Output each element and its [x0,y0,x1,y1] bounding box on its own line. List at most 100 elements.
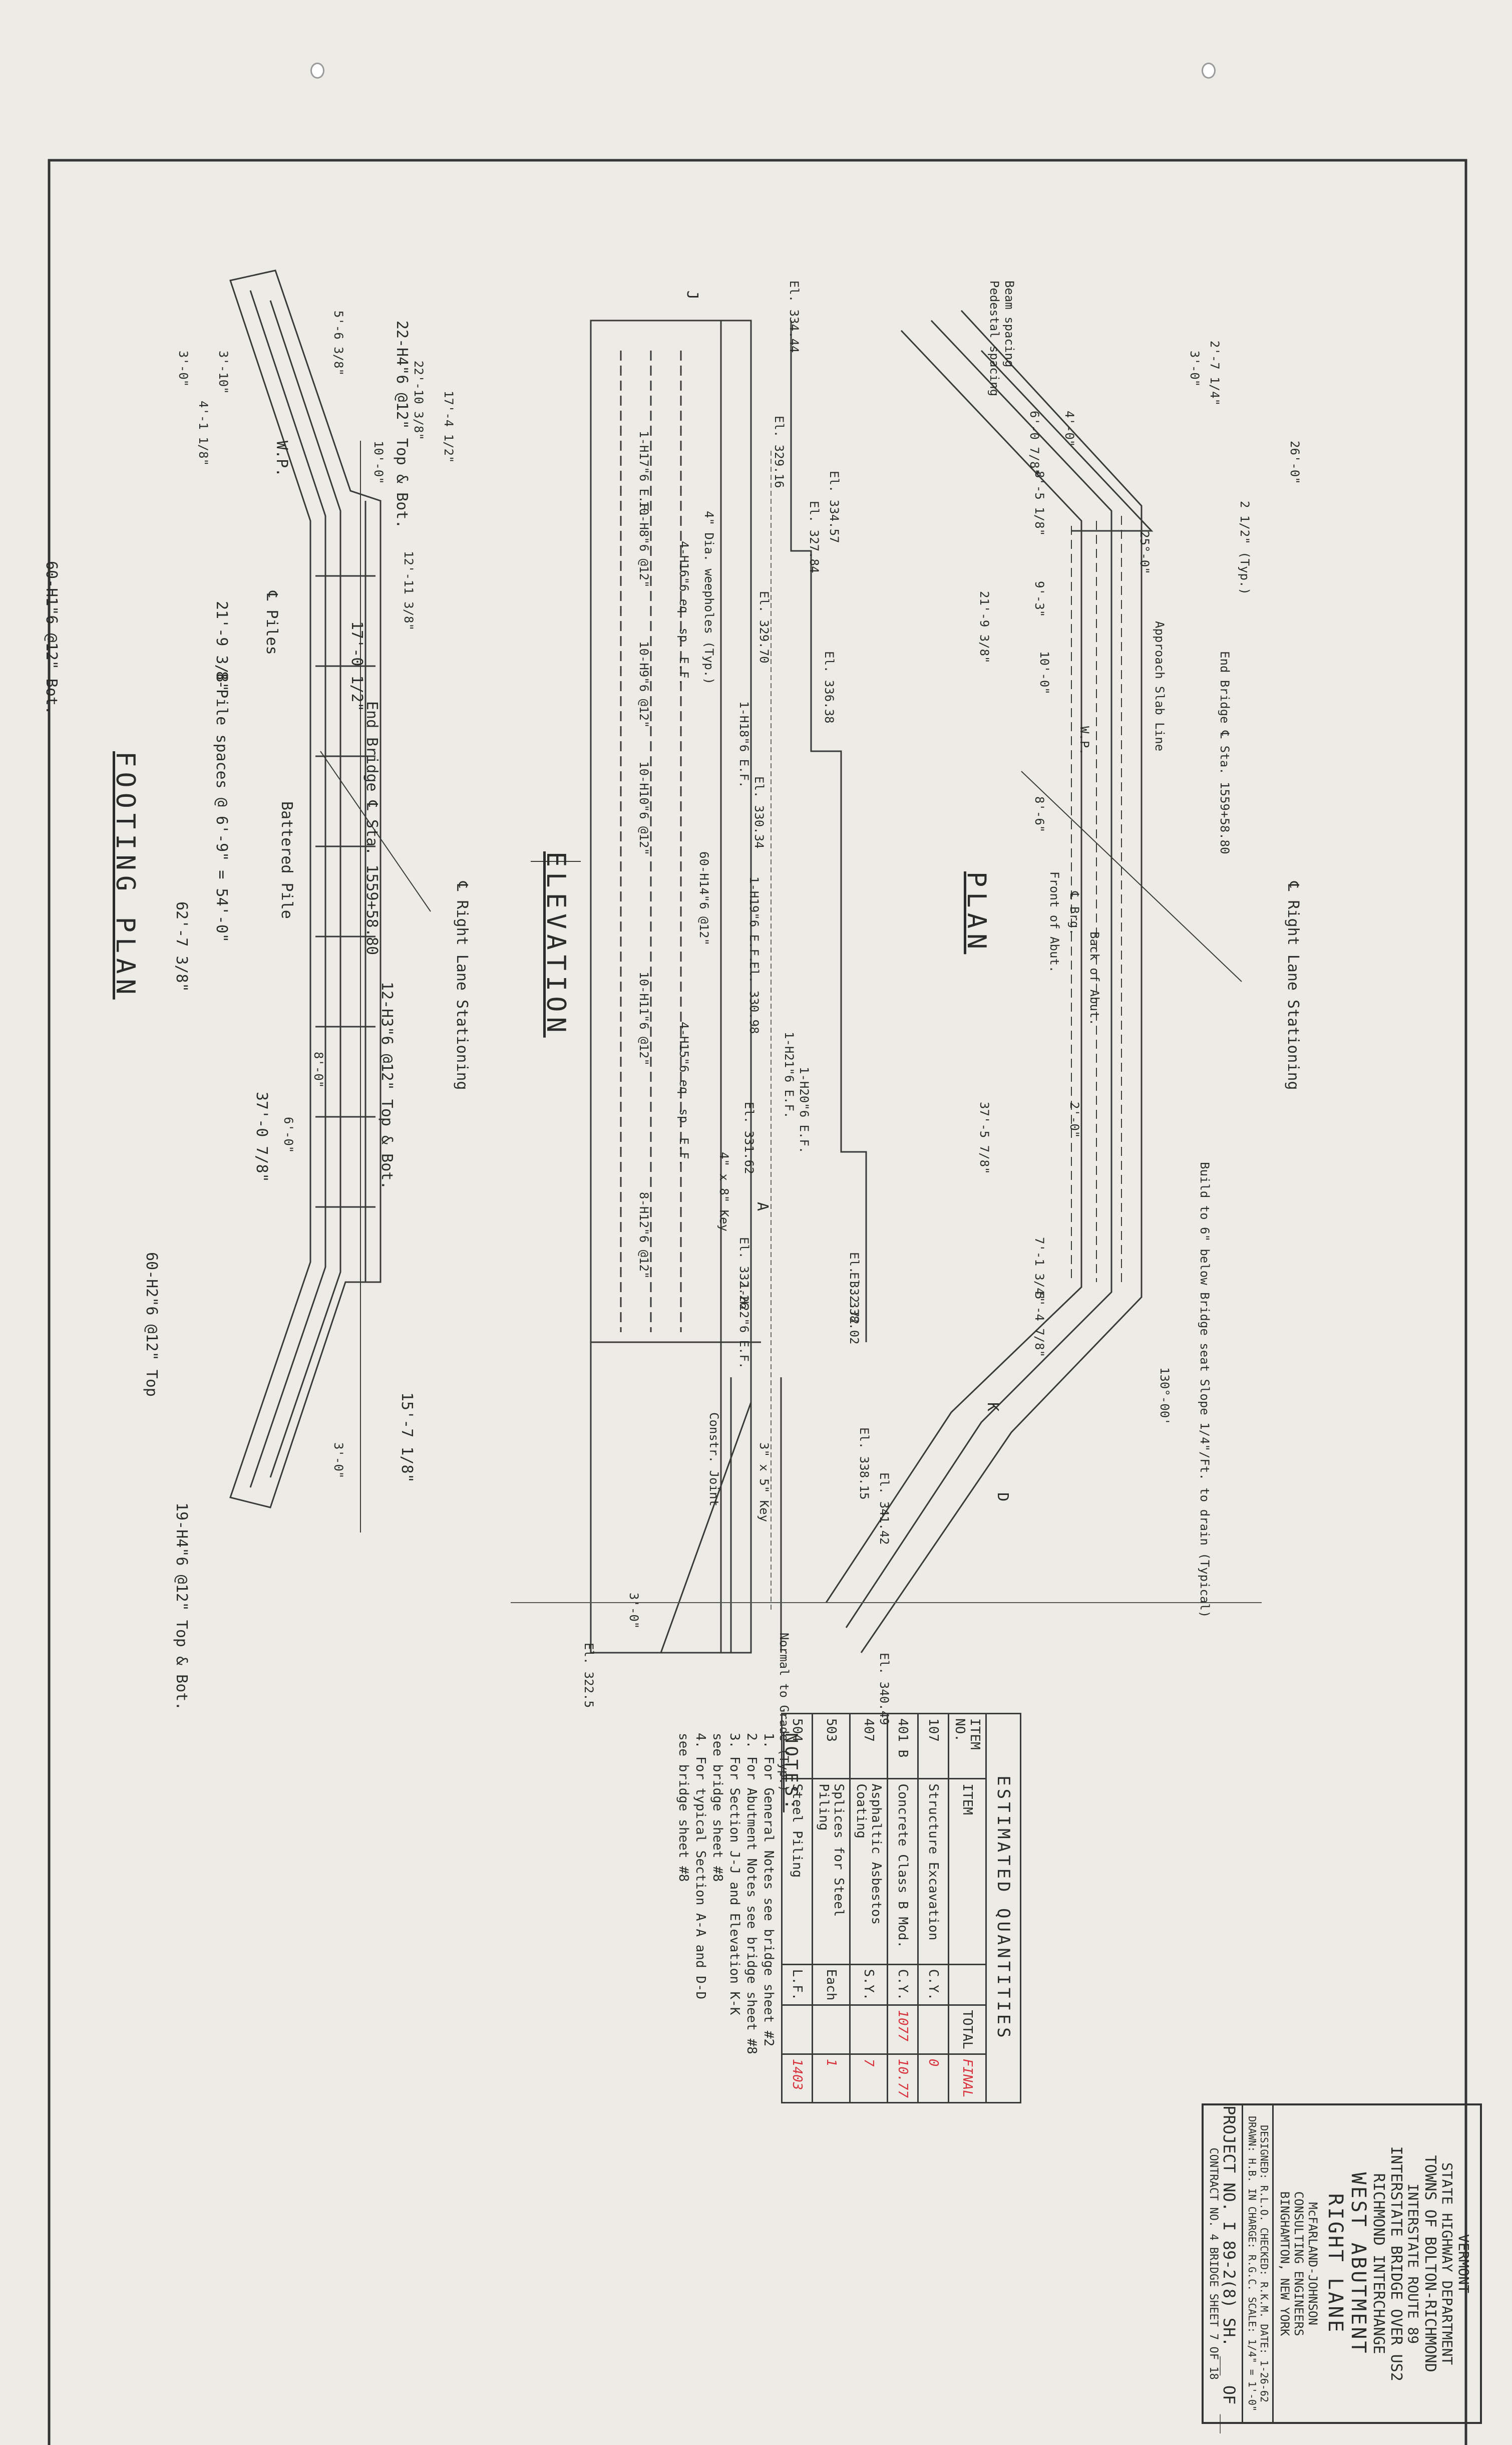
elevation-label: El. 327.84 [807,501,821,573]
footing-plan-linework [229,269,431,1533]
plan-label: ℄ Brg. [1067,891,1081,936]
table-row: 503 Splices for Steel Piling Each 1 [812,1713,850,2103]
plan-label: 8'-6" [1032,796,1046,833]
elevation-label: 1-H21"6 E.F. [782,1032,796,1119]
footing-label: End Bridge ℄ Sta. 1559+58.80 [363,701,381,955]
elevation-label: El. 329.16 [772,416,786,488]
tb-bridge: INTERSTATE BRIDGE OVER US2 [1387,2146,1405,2381]
elevation-label: 4" Dia. weepholes (Typ.) [702,511,716,685]
plan-label: 37'-5 7/8" [977,1102,991,1174]
footing-label: 5'-6 3/8" [331,311,345,376]
footing-label: 62'-7 3/8" [173,901,190,992]
footing-label: 15'-7 1/8" [398,1392,416,1483]
elevation-label: El. 330.98 [747,962,761,1034]
elevation-label: El. 341.42 [877,1472,891,1545]
plan-label: 2'-0" [1067,1102,1081,1138]
plan-label: 25°-0" [1138,531,1152,574]
section-marker-k: K [984,1402,1001,1412]
elevation-label: 3" x 5" Key [757,1442,771,1522]
plan-label: 2 1/2" (Typ.) [1238,501,1252,595]
footing-plan-title: FOOTING PLAN [110,751,140,1000]
elevation-label: El. 336.38 [822,651,836,724]
elevation-label: El. 331.62 [742,1102,756,1174]
footing-label: 60-H2"6 @12" Top [143,1252,160,1397]
tb-engineers-3: BINGHAMTON, NEW YORK [1278,2191,1292,2336]
plan-label: Approach Slab Line [1153,621,1167,752]
footing-label: 19-H4"6 @12" Top & Bot. [173,1502,190,1711]
cell: Asphaltic Asbestos Coating [850,1778,888,1965]
tb-route: INTERSTATE ROUTE 89 [1405,2183,1421,2344]
cell: Splices for Steel Piling [812,1778,850,1965]
footing-label: W.P. [273,441,290,477]
elevation-label: 10-H8"6 @12" [637,501,651,588]
cell [850,2005,888,2054]
elevation-label: 10-H9"6 @12" [637,641,651,728]
elevation-label: 60-H14"6 @12" [697,851,711,946]
footing-label: 3'-0" [176,351,190,387]
col-final: FINAL [948,2054,986,2103]
plan-label: Pedestal spacing [987,280,1001,397]
plan-label: Build to 6" below Bridge seat Slope 1/4"… [1198,1162,1212,1618]
footing-label: 12-H3"6 @12" Top & Bot. [378,982,396,1190]
cell: S.Y. [850,1964,888,2005]
tb-drawn: DRAWN: H.B. IN CHARGE: R.G.C. SCALE: 1/4… [1246,2115,1258,2411]
section-marker-d: D [994,1492,1011,1502]
footing-label: ℄ Piles [263,591,280,655]
elevation-title: ELEVATION [541,851,571,1038]
footing-stationing: ℄ Right Lane Stationing [453,881,471,1090]
note-item: 4. For typical Section A-A and D-D [693,1733,708,2000]
elevation-label: 10-H10"6 @12" [637,761,651,855]
cell: 7 [850,2054,888,2103]
cell: Each [812,1964,850,2005]
footing-label: 60-H1"6 @12" Bot. [43,561,60,715]
footing-label: 4'-1 1/8" [196,401,210,466]
plan-label: 9'-3" [1032,581,1046,618]
elevation-label: 1-H20"6 E.F. [797,1067,811,1154]
footing-label: 8-Pile spaces @ 6'-9" = 54'-0" [213,671,230,943]
plan-stationing: ℄ Right Lane Stationing [1284,881,1302,1090]
footing-piles [315,575,375,1208]
plan-label: Beam spacing [1002,280,1016,368]
tb-contract: CONTRACT NO. 4 BRIDGE SHEET 7 OF 18 [1207,2148,1220,2380]
footing-label: 6'-0" [281,1117,295,1153]
note-item: 2. For Abutment Notes see bridge sheet #… [744,1733,759,2054]
plan-label: 21'-9 3/8" [977,591,991,664]
cell: 0 [918,2054,949,2103]
cell: 10.77 [887,2054,918,2103]
elevation-label: El. 322.5 [582,1643,596,1708]
cell: C.Y. [918,1964,949,2005]
plan-label: 6'-0 7/8" [1027,411,1041,476]
footing-label: 17'-4 1/2" [442,391,456,463]
note-item: 1. For General Notes see bridge sheet #2 [761,1733,776,2047]
elevation-label: 1-H19"6 E.F. [747,876,761,964]
plan-label: 130°-00' [1158,1367,1172,1425]
cell: Concrete Class B Mod. [887,1778,918,1965]
elevation-linework [531,320,867,1654]
elevation-label: 10-H11"6 @12" [637,972,651,1066]
plan-label: 4'-0" [1062,411,1076,447]
cell: 503 [812,1713,850,1779]
elevation-label: El. 338.02 [847,1272,861,1345]
cell [812,2005,850,2054]
elevation-label: 1-H22"6 E.F. [737,1282,751,1369]
plan-label: 2'-7 1/4" [1208,341,1222,406]
tb-department: STATE HIGHWAY DEPARTMENT [1439,2162,1455,2365]
plan-title: PLAN [961,871,991,955]
cell: 1 [812,2054,850,2103]
footing-label: 22'-10 3/8" [412,361,426,440]
footing-label: 10'-0" [371,441,386,484]
footing-label: 3'-10" [216,351,230,394]
plan-label: 5'-4 7/8" [1032,1292,1046,1358]
notes-title: NOTES: [781,1733,801,1812]
cell: 107 [918,1713,949,1779]
elevation-label: 3'-0" [627,1593,641,1629]
elevation-label: Constr. Joint [707,1412,721,1506]
footing-label: 22-H4"6 @12" Top & Bot. [393,321,411,529]
plan-label: W.P. [1077,726,1091,755]
notes-block: NOTES: 1. For General Notes see bridge s… [674,1733,801,2184]
footing-label: 17'-0 1/2" [348,621,365,712]
plan-label: 3'-0" [1188,351,1202,387]
tb-state: VERMONT [1455,2234,1472,2293]
elevation-label: 8-H12"6 @12" [637,1192,651,1279]
